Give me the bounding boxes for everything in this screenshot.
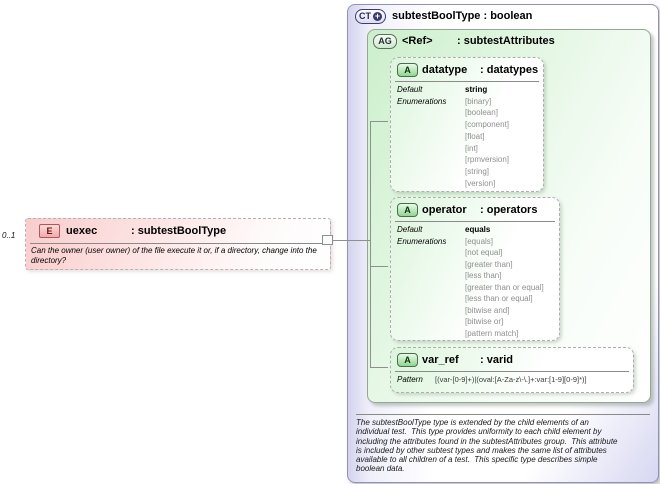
pattern-label: Pattern <box>397 375 423 384</box>
complex-type-badge-icon: CT + <box>355 8 386 24</box>
complex-type-box: CT + subtestBoolType : boolean AG <Ref> … <box>347 4 659 483</box>
enum-value: [binary] <box>465 96 492 106</box>
attribute-divider <box>395 221 555 222</box>
attribute-box-var-ref[interactable]: A var_ref : varid Pattern [(var-[0-9]+)|… <box>390 347 634 393</box>
default-value: string <box>465 85 488 94</box>
enum-value: [int] <box>465 143 478 153</box>
element-header: E uexec : subtestBoolType <box>26 219 330 243</box>
connector-handle[interactable] <box>322 235 333 245</box>
attribute-divider <box>395 81 539 82</box>
attribute-header: A var_ref : varid <box>391 348 633 371</box>
complex-type-header: CT + subtestBoolType : boolean <box>348 5 658 27</box>
enum-value: [greater than] <box>465 259 513 269</box>
tree-branch-operator <box>370 266 388 267</box>
attribute-type: : datatypes <box>480 63 539 76</box>
element-name: uexec <box>66 225 98 237</box>
element-type: : subtestBoolType <box>131 225 227 237</box>
enum-value: [bitwise and] <box>465 305 510 315</box>
complex-type-badge-label: CT <box>359 11 371 21</box>
default-label: Default <box>397 85 423 94</box>
attribute-badge-icon: A <box>397 352 418 367</box>
cardinality-label: 0..1 <box>2 231 16 240</box>
connector-line <box>332 240 370 241</box>
attribute-box-datatype[interactable]: A datatype : datatypes Default string Enu… <box>390 57 544 192</box>
attribute-group-type: : subtestAttributes <box>457 35 555 47</box>
attribute-group-header: AG <Ref> : subtestAttributes <box>368 30 650 52</box>
footer-divider <box>356 414 650 415</box>
pattern-row: Pattern [(var-[0-9]+)|(oval:[A-Za-z\-\.]… <box>391 374 633 385</box>
element-badge-icon: E <box>39 224 60 238</box>
attribute-group-box[interactable]: AG <Ref> : subtestAttributes A datatype … <box>367 29 651 403</box>
attribute-name: operator <box>422 203 467 216</box>
attribute-badge-icon: A <box>397 62 418 77</box>
attribute-header: A datatype : datatypes <box>391 58 543 81</box>
enum-value: [component] <box>465 120 510 130</box>
attribute-name: var_ref <box>422 353 459 366</box>
doc-line: The subtestBoolType type is extended by … <box>356 418 589 427</box>
attribute-badge-icon: A <box>397 202 418 217</box>
enum-value: [bitwise or] <box>465 317 504 326</box>
attribute-type: : varid <box>480 353 514 366</box>
element-description: Can the owner (user owner) of the file e… <box>31 246 317 265</box>
element-divider <box>30 243 326 244</box>
doc-line: boolean data. <box>356 464 405 474</box>
attribute-details: Default string Enumerations [binary] [bool… <box>391 84 543 189</box>
expand-plus-icon[interactable]: + <box>373 10 382 21</box>
attribute-header: A operator : operators <box>391 198 559 221</box>
doc-line: including the attributes found in the su… <box>356 436 618 446</box>
default-label: Default <box>397 225 423 234</box>
tree-trunk <box>370 121 371 368</box>
enumerations-label: Enumerations <box>397 96 447 106</box>
attribute-group-badge-icon: AG <box>373 33 397 49</box>
attribute-box-operator[interactable]: A operator : operators Default equals Enu… <box>390 197 560 341</box>
enum-value: [equals] <box>465 236 494 246</box>
attribute-type: : operators <box>480 203 538 216</box>
doc-line: is included by other subtest types and m… <box>356 445 607 455</box>
default-value: equals <box>465 225 491 234</box>
tree-branch-var-ref <box>370 367 388 368</box>
enum-value: [float] <box>465 131 485 141</box>
enum-value: [greater than or equal] <box>465 282 544 292</box>
enum-value: [pattern match] <box>465 328 519 338</box>
attribute-group-name: <Ref> <box>402 35 433 47</box>
enum-value: [string] <box>465 166 490 176</box>
attribute-divider <box>395 371 629 372</box>
enum-value: [less than] <box>465 271 502 280</box>
doc-line: available to all children of a test. Thi… <box>356 455 598 465</box>
enum-value: [version] <box>465 178 496 188</box>
doc-line: individual test. This type provides unif… <box>356 427 602 437</box>
element-box-uexec[interactable]: E uexec : subtestBoolType Can the owner … <box>25 218 331 270</box>
tree-branch-datatype <box>370 121 388 122</box>
complex-type-title: subtestBoolType : boolean <box>392 10 533 22</box>
pattern-value: [(var-[0-9]+)|(oval:[A-Za-z\-\.]+:var:[1… <box>435 375 587 384</box>
enum-value: [less than or equal] <box>465 294 533 303</box>
attribute-name: datatype <box>422 63 468 76</box>
enum-value: [rpmversion] <box>465 155 510 165</box>
attribute-details: Default equals Enumerations [equals] [not … <box>391 224 559 339</box>
type-documentation: The subtestBoolType type is extended by … <box>356 418 654 474</box>
enumerations-label: Enumerations <box>397 236 447 246</box>
enum-value: [not equal] <box>465 248 503 257</box>
enum-value: [boolean] <box>465 108 498 118</box>
